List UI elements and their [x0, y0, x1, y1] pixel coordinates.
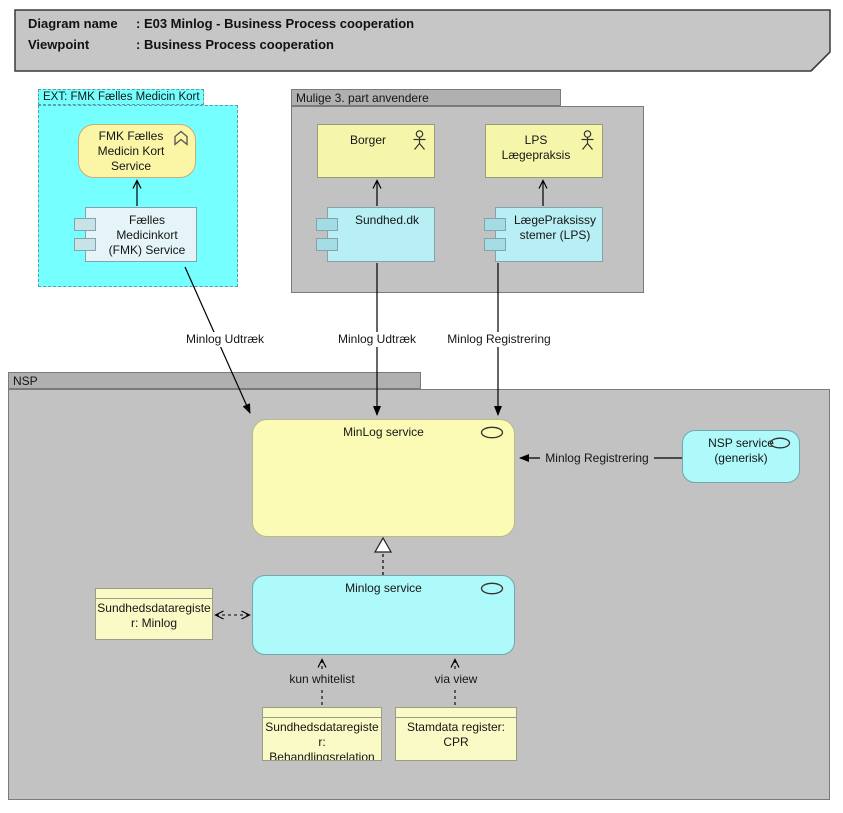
viewpoint-value: : Business Process cooperation: [136, 37, 334, 52]
node-label: FMK Fælles Medicin Kort Service: [97, 129, 165, 173]
component-icon: [74, 238, 96, 251]
group-tab-mulige[interactable]: Mulige 3. part anvendere: [291, 89, 561, 106]
node-minlog-service-app[interactable]: MinLog service: [252, 419, 515, 537]
node-label: Fælles Medicinkort (FMK) Service: [108, 213, 186, 257]
node-register-cpr[interactable]: Stamdata register: CPR: [395, 707, 517, 761]
component-icon: [484, 238, 506, 251]
node-label: Sundhed.dk: [354, 213, 420, 227]
edge-label-minlog-registrering-lps[interactable]: Minlog Registrering: [442, 332, 556, 347]
node-fmk-service[interactable]: FMK Fælles Medicin Kort Service: [78, 124, 196, 178]
group-tab-ext-fmk[interactable]: EXT: FMK Fælles Medicin Kort: [38, 89, 204, 105]
node-nsp-service[interactable]: NSP service (generisk): [682, 430, 800, 483]
node-sundhed-dk[interactable]: Sundhed.dk: [327, 207, 435, 262]
group-tab-nsp[interactable]: NSP: [8, 372, 421, 389]
actor-icon: [411, 130, 428, 155]
service-icon: [769, 437, 791, 453]
edge-label-minlog-registrering-nsp[interactable]: Minlog Registrering: [540, 451, 654, 466]
node-minlog-service-infra[interactable]: Minlog service: [252, 575, 515, 655]
component-icon: [484, 218, 506, 231]
viewpoint-label: Viewpoint: [28, 37, 90, 52]
node-lps-actor[interactable]: LPS Lægepraksis: [485, 124, 603, 178]
viewpoint-title: Viewpoint : Business Process cooperation: [28, 37, 334, 52]
function-icon: [173, 130, 189, 150]
title-value: : E03 Minlog - Business Process cooperat…: [136, 16, 415, 31]
node-label: LPS Lægepraksis: [501, 133, 571, 162]
title-box-shape: [14, 9, 831, 72]
node-label: Stamdata register: CPR: [406, 720, 506, 749]
service-icon: [480, 582, 504, 599]
component-icon: [316, 218, 338, 231]
node-label: Sundhedsdataregister: Behandlingsrelatio…: [265, 720, 379, 761]
service-icon: [480, 426, 504, 443]
node-label: Borger: [349, 133, 387, 147]
dataobject-header: [96, 589, 212, 599]
node-label: Minlog service: [345, 581, 422, 595]
edge-label-minlog-udtraek-fmk[interactable]: Minlog Udtræk: [178, 332, 272, 347]
actor-icon: [579, 130, 596, 155]
node-label: LægePraksissystemer (LPS): [513, 213, 597, 242]
dataobject-header: [396, 708, 516, 718]
node-lps-system[interactable]: LægePraksissystemer (LPS): [495, 207, 603, 262]
edge-label-minlog-udtraek-sundhed[interactable]: Minlog Udtræk: [330, 332, 424, 347]
edge-label-via-view[interactable]: via view: [427, 672, 485, 687]
node-label: MinLog service: [343, 425, 424, 439]
title-label: Diagram name: [28, 16, 118, 31]
node-label: NSP service (generisk): [708, 436, 774, 465]
dataobject-header: [263, 708, 381, 718]
component-icon: [74, 218, 96, 231]
node-register-minlog[interactable]: Sundhedsdataregister: Minlog: [95, 588, 213, 640]
component-icon: [316, 238, 338, 251]
node-fmk-component[interactable]: Fælles Medicinkort (FMK) Service: [85, 207, 197, 262]
diagram-title: Diagram name : E03 Minlog - Business Pro…: [28, 16, 414, 31]
node-label: Sundhedsdataregister: Minlog: [97, 601, 211, 630]
node-register-behandlingsrelation[interactable]: Sundhedsdataregister: Behandlingsrelatio…: [262, 707, 382, 761]
node-borger[interactable]: Borger: [317, 124, 435, 178]
edge-label-kun-whitelist[interactable]: kun whitelist: [285, 672, 359, 687]
